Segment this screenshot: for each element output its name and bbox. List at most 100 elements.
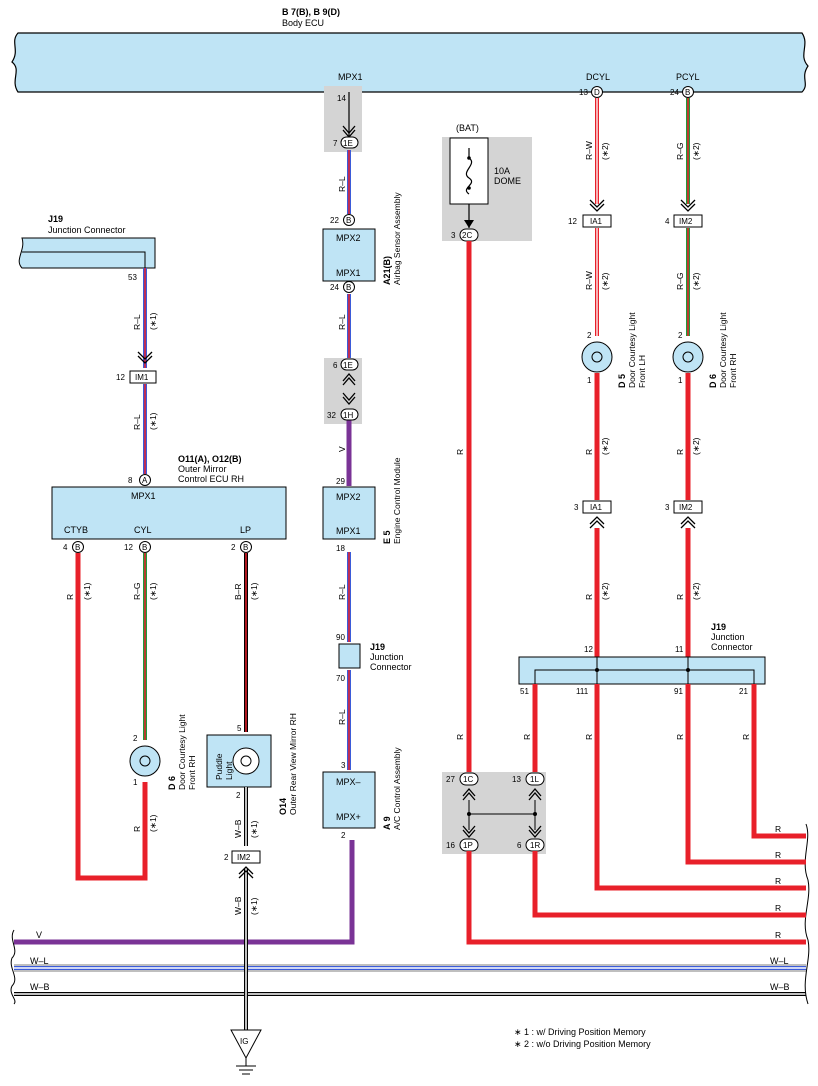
wire-v-bus <box>14 840 355 945</box>
svg-text:12: 12 <box>584 645 593 654</box>
svg-text:1E: 1E <box>343 361 353 370</box>
svg-text:W–B: W–B <box>233 896 243 915</box>
svg-text:B: B <box>346 216 351 225</box>
svg-text:R: R <box>584 734 594 740</box>
svg-text:18: 18 <box>336 544 345 553</box>
svg-text:(∗1): (∗1) <box>249 582 259 600</box>
svg-text:24: 24 <box>670 88 679 97</box>
svg-text:R: R <box>455 449 465 455</box>
note-2: ∗ 2 : w/o Driving Position Memory <box>514 1039 651 1049</box>
svg-text:IM1: IM1 <box>135 373 149 382</box>
wire-label-wl: W–L <box>770 956 789 966</box>
svg-text:R: R <box>65 594 75 600</box>
svg-text:R–G: R–G <box>132 583 142 600</box>
svg-text:21: 21 <box>739 687 748 696</box>
svg-text:R: R <box>741 734 751 740</box>
fuse-dome-box <box>449 137 489 205</box>
svg-text:R: R <box>584 594 594 600</box>
connector-1e-top <box>340 136 359 149</box>
svg-text:11: 11 <box>675 645 684 654</box>
svg-text:R: R <box>775 876 781 886</box>
svg-text:Junction: Junction <box>711 632 745 642</box>
svg-text:B: B <box>75 543 80 552</box>
wire-red-21 <box>751 684 806 839</box>
ecm-name: Engine Control Module <box>392 457 402 544</box>
svg-text:2: 2 <box>224 853 229 862</box>
svg-text:CYL: CYL <box>134 525 152 535</box>
svg-text:2: 2 <box>341 831 346 840</box>
svg-text:R: R <box>675 594 685 600</box>
connector-ia1-top <box>582 214 612 228</box>
junction-left-code: J19 <box>48 214 63 224</box>
svg-text:3: 3 <box>665 503 670 512</box>
svg-text:J19: J19 <box>711 622 726 632</box>
svg-text:(∗2): (∗2) <box>600 437 610 455</box>
connector-1c <box>459 772 479 786</box>
svg-text:90: 90 <box>336 633 345 642</box>
svg-text:B: B <box>685 88 690 97</box>
svg-text:R–L: R–L <box>132 314 142 330</box>
svg-text:Connector: Connector <box>711 642 753 652</box>
connector-im2-top <box>673 214 703 228</box>
svg-text:R: R <box>675 449 685 455</box>
body-ecu-terminal-pcyl: PCYL <box>676 72 700 82</box>
wire-red-1r <box>532 851 806 918</box>
svg-text:R: R <box>522 734 532 740</box>
svg-text:4: 4 <box>63 543 68 552</box>
svg-text:1: 1 <box>587 376 592 385</box>
svg-text:Junction: Junction <box>370 652 404 662</box>
svg-text:1R: 1R <box>530 841 540 850</box>
svg-text:6: 6 <box>333 361 338 370</box>
svg-text:IG: IG <box>240 1037 248 1046</box>
svg-text:IM2: IM2 <box>237 853 251 862</box>
svg-text:(∗2): (∗2) <box>600 272 610 290</box>
svg-text:53: 53 <box>128 273 137 282</box>
svg-text:R–L: R–L <box>337 709 347 725</box>
svg-text:R–L: R–L <box>132 414 142 430</box>
svg-text:Door Courtesy Light: Door Courtesy Light <box>627 312 637 388</box>
connector-im2-left <box>231 850 261 864</box>
svg-text:3: 3 <box>574 503 579 512</box>
svg-text:D 6: D 6 <box>167 776 177 790</box>
svg-text:O14: O14 <box>278 798 288 815</box>
svg-text:R: R <box>675 734 685 740</box>
svg-text:2: 2 <box>236 791 241 800</box>
svg-text:2: 2 <box>678 331 683 340</box>
svg-text:(∗1): (∗1) <box>148 412 158 430</box>
svg-text:R–L: R–L <box>337 314 347 330</box>
pin-14: 14 <box>337 94 346 103</box>
svg-text:MPX1: MPX1 <box>336 268 361 278</box>
svg-text:W–B: W–B <box>233 819 243 838</box>
svg-text:3: 3 <box>451 231 456 240</box>
svg-text:DOME: DOME <box>494 176 521 186</box>
svg-text:24: 24 <box>330 283 339 292</box>
svg-text:IA1: IA1 <box>590 503 603 512</box>
svg-text:16: 16 <box>446 841 455 850</box>
engine-control-module-box <box>322 486 376 540</box>
wire-label-wl: W–L <box>30 956 49 966</box>
connector-1h <box>340 408 359 421</box>
svg-text:6: 6 <box>517 841 522 850</box>
note-1: ∗ 1 : w/ Driving Position Memory <box>514 1027 646 1037</box>
svg-text:B: B <box>346 283 351 292</box>
ac-code: A 9 <box>382 816 392 830</box>
svg-text:2: 2 <box>231 543 236 552</box>
connector-1e-bottom <box>340 358 359 371</box>
svg-text:LP: LP <box>240 525 251 535</box>
body-ecu-name: Body ECU <box>282 18 324 28</box>
svg-text:Outer Rear View Mirror RH: Outer Rear View Mirror RH <box>288 713 298 815</box>
svg-text:R: R <box>775 850 781 860</box>
svg-text:CTYB: CTYB <box>64 525 88 535</box>
svg-text:12: 12 <box>124 543 133 552</box>
svg-text:B: B <box>142 543 147 552</box>
svg-text:2: 2 <box>133 734 138 743</box>
ac-name: A/C Control Assembly <box>392 747 402 830</box>
connector-im1 <box>129 370 157 384</box>
svg-text:8: 8 <box>128 476 133 485</box>
svg-text:13: 13 <box>579 88 588 97</box>
svg-text:1L: 1L <box>530 775 539 784</box>
connector-1l <box>525 772 545 786</box>
svg-text:Connector: Connector <box>370 662 412 672</box>
svg-text:111: 111 <box>576 687 589 696</box>
